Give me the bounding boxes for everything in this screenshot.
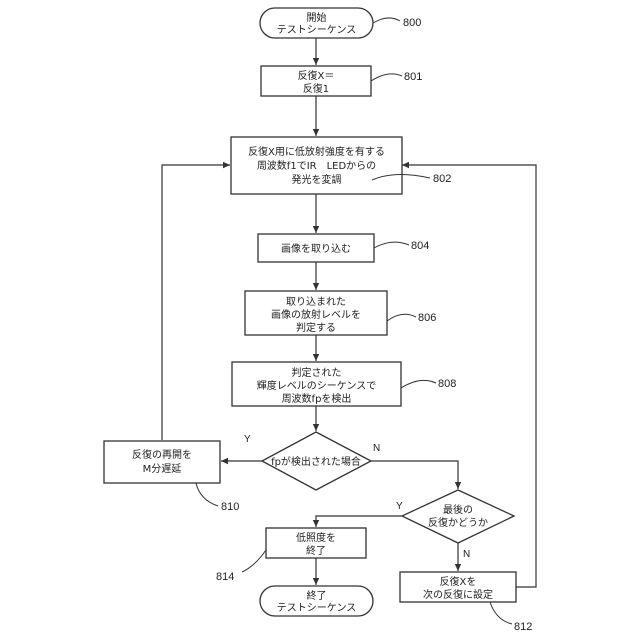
leader-804 <box>374 242 409 248</box>
fp-branch-no: N <box>373 443 380 454</box>
fp-detected-decision: fpが検出された場合 <box>262 432 371 490</box>
ref-802: 802 <box>433 173 451 185</box>
last-branch-yes: Y <box>396 501 403 512</box>
leader-808 <box>401 380 436 388</box>
arrow-decision-no-to-last <box>371 461 458 489</box>
leader-810 <box>196 483 218 506</box>
capture-image-box: 画像を取り込む <box>258 234 374 262</box>
leader-806 <box>387 314 416 321</box>
set-next-line-2: 次の反復に設定 <box>423 588 493 601</box>
ref-810: 810 <box>221 501 239 513</box>
last-iteration-line-1: 最後の <box>443 503 473 516</box>
delay-line-2: M分遅延 <box>143 463 182 475</box>
detect-frequency-line-2: 輝度レベルのシーケンスで <box>257 379 377 392</box>
leader-812 <box>490 602 512 624</box>
ref-806: 806 <box>418 312 436 324</box>
fp-detected-label: fpが検出された場合 <box>271 455 361 468</box>
leader-814 <box>242 550 266 572</box>
start-line-1: 開始 <box>307 11 327 24</box>
ref-801: 801 <box>404 71 422 83</box>
start-line-2: テストシーケンス <box>277 24 357 36</box>
fp-branch-yes: Y <box>244 434 251 445</box>
arrow-810-back-to-802 <box>162 165 230 440</box>
arrow-last-yes-to-814 <box>316 516 402 527</box>
ref-804: 804 <box>411 240 429 252</box>
modulate-line-2: 周波数f1でIR LEDからの <box>257 159 376 172</box>
ref-814: 814 <box>216 571 234 583</box>
last-iteration-line-2: 反復かどうか <box>428 516 488 529</box>
start-terminator: 開始 テストシーケンス <box>260 8 373 38</box>
delay-restart-box: 反復の再開を M分遅延 <box>104 441 220 483</box>
leader-800 <box>373 18 400 23</box>
determine-level-box: 取り込まれた 画像の放射レベルを 判定する <box>245 291 387 335</box>
low-illumination-line-2: 終了 <box>306 544 326 557</box>
last-iteration-decision: 最後の 反復かどうか <box>402 490 514 543</box>
modulate-emission-box: 反復X用に低放射強度を有する 周波数f1でIR LEDからの 発光を変調 <box>231 137 402 194</box>
modulate-line-1: 反復X用に低放射強度を有する <box>248 145 385 158</box>
set-next-iteration-box: 反復Xを 次の反復に設定 <box>400 572 516 602</box>
last-branch-no: N <box>463 549 470 560</box>
detect-frequency-line-3: 周波数fpを検出 <box>282 392 352 405</box>
ref-800: 800 <box>403 17 421 29</box>
delay-line-1: 反復の再開を <box>132 448 192 461</box>
determine-level-line-2: 画像の放射レベルを <box>271 308 361 321</box>
leader-801 <box>371 74 402 81</box>
end-terminator: 終了 テストシーケンス <box>260 586 373 616</box>
end-line-1: 終了 <box>307 589 327 602</box>
detect-frequency-box: 判定された 輝度レベルのシーケンスで 周波数fpを検出 <box>232 362 401 406</box>
determine-level-line-3: 判定する <box>296 321 336 334</box>
set-next-line-1: 反復Xを <box>440 575 477 588</box>
detect-frequency-line-1: 判定された <box>292 366 342 379</box>
set-iteration-line-2: 反復1 <box>303 82 329 95</box>
low-illumination-end-box: 低照度を 終了 <box>266 528 366 558</box>
ref-812: 812 <box>514 621 532 633</box>
determine-level-line-1: 取り込まれた <box>286 296 346 308</box>
end-line-2: テストシーケンス <box>277 602 357 614</box>
set-iteration-line-1: 反復X＝ <box>298 69 335 82</box>
set-iteration-box: 反復X＝ 反復1 <box>261 66 371 96</box>
low-illumination-line-1: 低照度を <box>296 531 336 544</box>
capture-image-line-1: 画像を取り込む <box>281 243 351 255</box>
ref-808: 808 <box>438 378 456 390</box>
modulate-line-3: 発光を変調 <box>292 173 342 186</box>
